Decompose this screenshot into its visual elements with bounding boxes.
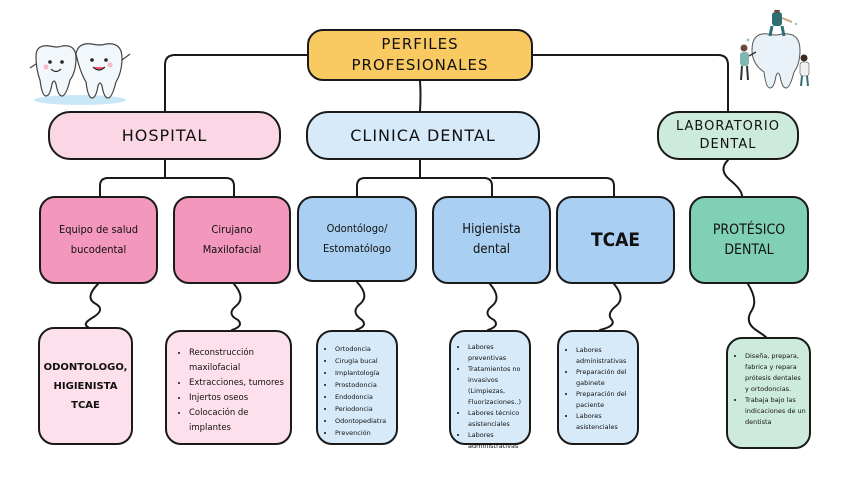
category-laboratorio-line-1: LABORATORIO — [675, 118, 781, 134]
list-item: Odontopediatra — [335, 415, 386, 427]
detail-tcae: Labores administrativas Preparación del … — [557, 330, 639, 445]
list-item: Implantología — [335, 367, 386, 379]
role-protesico-line-1: PROTÉSICO — [712, 222, 786, 238]
title-line-1: PERFILES — [381, 35, 459, 53]
role-cirujano-line-2: Maxilofacial — [202, 243, 262, 256]
detail-equipo-item: HIGIENISTA — [53, 380, 118, 392]
list-item: Extracciones, tumores — [189, 376, 286, 391]
detail-equipo-item: ODONTOLOGO, — [43, 361, 128, 373]
category-laboratorio-line-2: DENTAL — [699, 136, 757, 152]
diagram-title: PERFILES PROFESIONALES — [307, 29, 533, 81]
role-equipo-line-2: bucodental — [70, 243, 127, 256]
detail-protesico: Diseña, prepara, fabrica y repara prótes… — [726, 337, 811, 449]
title-line-2: PROFESIONALES — [351, 56, 489, 74]
list-item: Preparación del paciente — [576, 389, 634, 411]
role-cirujano-line-1: Cirujano — [211, 223, 253, 236]
happy-teeth-icon — [29, 43, 131, 105]
detail-equipo: ODONTOLOGO, HIGIENISTA TCAE — [38, 327, 133, 445]
detail-odontologo: Ortodoncia Cirugía bucal Implantología P… — [316, 330, 398, 445]
role-odontologo-estomatologo: Odontólogo/ Estomatólogo — [297, 196, 417, 282]
role-equipo-line-1: Equipo de salud — [58, 223, 139, 236]
list-item: Endodoncia — [335, 391, 386, 403]
detail-higienista: Labores preventivas Tratamientos no inva… — [449, 330, 531, 450]
list-item: Preparación del gabinete — [576, 367, 634, 389]
role-tcae-label: TCAE — [590, 229, 641, 251]
role-higienista-line-1: Higienista — [462, 222, 521, 237]
detail-cirujano-list: Reconstrucción maxilofacial Extracciones… — [171, 346, 286, 436]
role-protesico-dental: PROTÉSICO DENTAL — [689, 196, 809, 284]
list-item: Labores preventivas — [468, 342, 526, 364]
detail-higienista-list: Labores preventivas Tratamientos no inva… — [454, 342, 526, 452]
list-item: Injertos oseos — [189, 391, 286, 406]
detail-odontologo-list: Ortodoncia Cirugía bucal Implantología P… — [321, 343, 386, 439]
list-item: Labores administrativas — [576, 345, 634, 367]
list-item: Diseña, prepara, fabrica y repara prótes… — [745, 351, 806, 395]
role-cirujano-maxilofacial: Cirujano Maxilofacial — [173, 196, 291, 284]
list-item: Labores administrativas — [468, 430, 526, 452]
role-odontologo-line-1: Odontólogo/ — [326, 222, 388, 235]
list-item: Colocación de implantes — [189, 406, 286, 436]
category-clinica-dental: CLINICA DENTAL — [306, 111, 540, 160]
role-odontologo-line-2: Estomatólogo — [322, 242, 392, 255]
list-item: Tratamientos no invasivos (Limpiezas, Fl… — [468, 364, 526, 408]
list-item: Reconstrucción maxilofacial — [189, 346, 286, 376]
dentist-cleaning-tooth-icon — [740, 10, 810, 89]
list-item: Labores técnico asistenciales — [468, 408, 526, 430]
list-item: Prostodoncia — [335, 379, 386, 391]
list-item: Prevención — [335, 427, 386, 439]
detail-protesico-list: Diseña, prepara, fabrica y repara prótes… — [731, 351, 806, 428]
role-protesico-line-2: DENTAL — [724, 242, 774, 258]
role-higienista-dental: Higienista dental — [432, 196, 551, 284]
list-item: Cirugía bucal — [335, 355, 386, 367]
category-hospital: HOSPITAL — [48, 111, 281, 160]
role-higienista-line-2: dental — [472, 242, 511, 257]
detail-tcae-list: Labores administrativas Preparación del … — [562, 345, 634, 433]
role-equipo-salud-bucodental: Equipo de salud bucodental — [39, 196, 158, 284]
list-item: Trabaja bajo las indicaciones de un dent… — [745, 395, 806, 428]
category-hospital-label: HOSPITAL — [121, 126, 208, 145]
detail-equipo-item: TCAE — [71, 399, 100, 411]
role-tcae: TCAE — [556, 196, 675, 284]
list-item: Periodoncia — [335, 403, 386, 415]
list-item: Ortodoncia — [335, 343, 386, 355]
list-item: Labores asistenciales — [576, 411, 634, 433]
detail-cirujano: Reconstrucción maxilofacial Extracciones… — [165, 330, 292, 445]
category-laboratorio-dental: LABORATORIO DENTAL — [657, 111, 799, 160]
category-clinica-label: CLINICA DENTAL — [350, 126, 496, 145]
